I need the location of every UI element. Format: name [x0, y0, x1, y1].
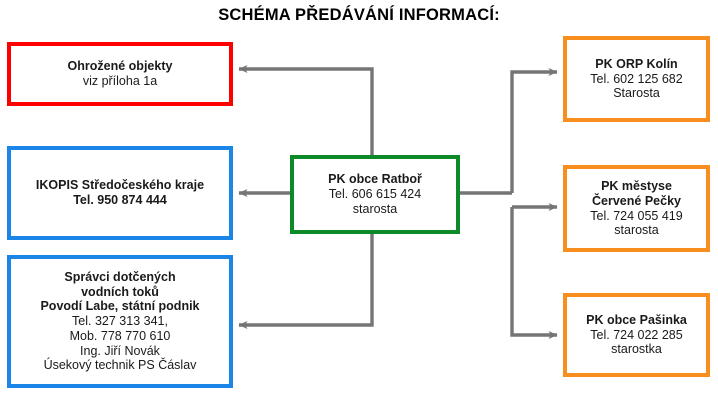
node-line: vodních toků: [81, 284, 159, 299]
node-pk-obce-ratbor[interactable]: PK obce Ratboř Tel. 606 615 424 starosta: [290, 155, 460, 234]
node-line: Ing. Jiří Novák: [80, 343, 160, 358]
node-line: starosta: [614, 223, 659, 238]
node-line: PK ORP Kolín: [595, 56, 678, 71]
node-spravci-dotcenych-vodnich-toku[interactable]: Správci dotčených vodních toků Povodí La…: [7, 255, 233, 388]
node-line: Tel. 602 125 682: [590, 71, 683, 86]
node-line: Ohrožené objekty: [67, 59, 173, 74]
node-line: Povodí Labe, státní podnik: [40, 299, 200, 314]
page-title: SCHÉMA PŘEDÁVÁNÍ INFORMACÍ:: [218, 6, 500, 24]
node-line: Tel. 724 055 419: [590, 208, 683, 223]
connector-ratbor-to-spravci: [238, 234, 374, 329]
node-line: PK obce Ratboř: [328, 172, 422, 187]
node-ikopis-stredoceskeho-kraje[interactable]: IKOPIS Středočeského kraje Tel. 950 874 …: [7, 146, 233, 240]
node-line: starosta: [352, 201, 398, 216]
node-pk-orp-kolin[interactable]: PK ORP Kolín Tel. 602 125 682 Starosta: [563, 36, 710, 122]
node-line: Úsekový technik PS Čáslav: [43, 358, 197, 373]
node-line: Červené Pečky: [592, 193, 681, 208]
node-line: Tel. 950 874 444: [73, 193, 167, 207]
node-line: Starosta: [613, 86, 660, 101]
node-ohrozene-objekty[interactable]: Ohrožené objekty viz příloha 1a: [7, 42, 233, 106]
node-line: Správci dotčených: [64, 269, 176, 284]
node-line: PK městyse: [601, 179, 672, 193]
connector-trunk-to-orp-kolin: [510, 68, 558, 193]
node-line: Tel. 327 313 341,: [72, 314, 168, 329]
node-line: IKOPIS Středočeského kraje: [35, 178, 205, 193]
node-line: Mob. 778 770 610: [69, 328, 171, 343]
node-line: viz příloha 1a: [82, 74, 158, 88]
node-line: PK obce Pašinka: [586, 312, 687, 327]
node-line: Tel. 724 022 285: [590, 327, 683, 342]
node-line: starostka: [611, 342, 662, 357]
connector-trunk-to-pasinka: [510, 207, 558, 339]
node-pk-mestyse-cervene-pecky[interactable]: PK městyse Červené Pečky Tel. 724 055 41…: [563, 165, 710, 252]
connector-ratbor-to-ohrozene: [238, 65, 374, 155]
node-pk-obce-pasinka[interactable]: PK obce Pašinka Tel. 724 022 285 starost…: [563, 293, 710, 377]
node-line: Tel. 606 615 424: [328, 187, 422, 202]
